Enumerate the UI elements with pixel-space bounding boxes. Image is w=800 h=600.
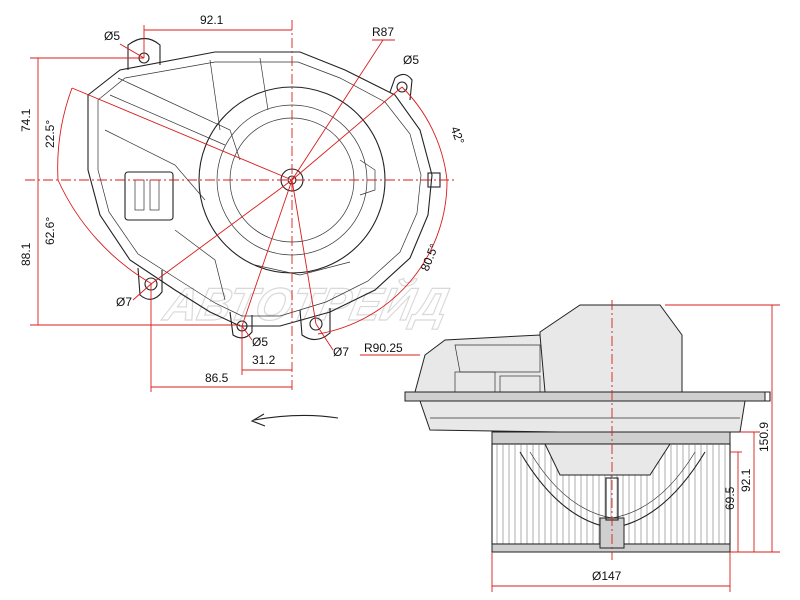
dim-diameter: Ø147 [592, 569, 622, 583]
radius-line [291, 179, 317, 325]
flange-lip [740, 391, 771, 402]
mount-hole-top-right [396, 81, 408, 93]
dim-width-bottom: 86.5 [205, 371, 229, 385]
mount-ear-right [389, 73, 413, 101]
housing-rib [259, 57, 269, 111]
dim-hole-bottom-center: Ø5 [252, 335, 268, 349]
housing-rib [359, 159, 376, 196]
dim-angle-lower: 62.6° [43, 217, 57, 245]
radius-line [71, 87, 293, 181]
housing-inner-outline [97, 61, 422, 317]
dim-height-92: 92.1 [739, 468, 753, 492]
housing-rib [254, 261, 351, 276]
dim-width-small: 31.2 [252, 353, 276, 367]
housing-body [414, 334, 546, 393]
dim-radius-top: R87 [372, 25, 394, 39]
dim-height-lower: 88.1 [19, 242, 33, 266]
radius-line [291, 39, 384, 181]
dim-top-width: 92.1 [200, 13, 224, 27]
dim-angle-bottom: 80.5° [418, 242, 442, 274]
dim-angle-upper: 22.5° [43, 120, 57, 148]
dim-height-69: 69.5 [723, 486, 737, 510]
front-view: 92.1 Ø5 R87 Ø5 42° 74.1 88.1 22.5° 62.6°… [19, 13, 467, 427]
angle-arc-lower [57, 179, 153, 285]
curved-arrow-left-icon [250, 413, 339, 427]
housing-rib [174, 229, 226, 301]
radius-line [150, 179, 293, 285]
side-view: 150.9 92.1 69.5 Ø147 [404, 300, 780, 592]
dim-hole-top-left: Ø5 [104, 29, 120, 43]
angle-arc-bottom [317, 179, 448, 335]
housing-outline [87, 51, 433, 327]
motor-top-cover [539, 304, 683, 393]
lower-housing [419, 400, 746, 433]
radius-line [241, 179, 293, 327]
mount-hole-bottom-right [309, 317, 323, 331]
mount-ear-bottom-center [229, 311, 253, 339]
housing-rib [117, 77, 241, 161]
connector-pin [149, 179, 160, 211]
housing-rib [109, 94, 226, 146]
mount-ear-bottom-left [137, 267, 163, 300]
leader [315, 323, 334, 351]
angle-arc-upper [57, 87, 73, 181]
angle-arc-right [401, 86, 448, 181]
dim-height-upper: 74.1 [19, 108, 33, 132]
leader [132, 283, 152, 301]
housing-detail [454, 344, 541, 373]
mounting-flange [404, 391, 766, 402]
housing-rib [104, 129, 206, 201]
mount-ear-bottom-right [299, 308, 331, 341]
radius-line [291, 86, 403, 181]
dim-radius-bottom: R90.25 [364, 341, 403, 355]
dim-hole-bottom-left: Ø7 [116, 295, 132, 309]
dim-hole-top-right: Ø5 [403, 53, 419, 67]
housing-rib [209, 59, 221, 131]
motor-body [544, 443, 671, 476]
dim-angle-right: 42° [448, 124, 467, 146]
dim-hole-bottom-right: Ø7 [333, 345, 349, 359]
dim-total-height: 150.9 [757, 422, 771, 452]
leader [119, 43, 145, 59]
connector-block [124, 171, 174, 221]
mount-ear-top [127, 37, 161, 70]
fan-cage-top [491, 431, 731, 445]
watermark: АВТОТРЕЙД [159, 277, 454, 329]
connector-pin [134, 179, 145, 211]
leader [241, 325, 253, 341]
